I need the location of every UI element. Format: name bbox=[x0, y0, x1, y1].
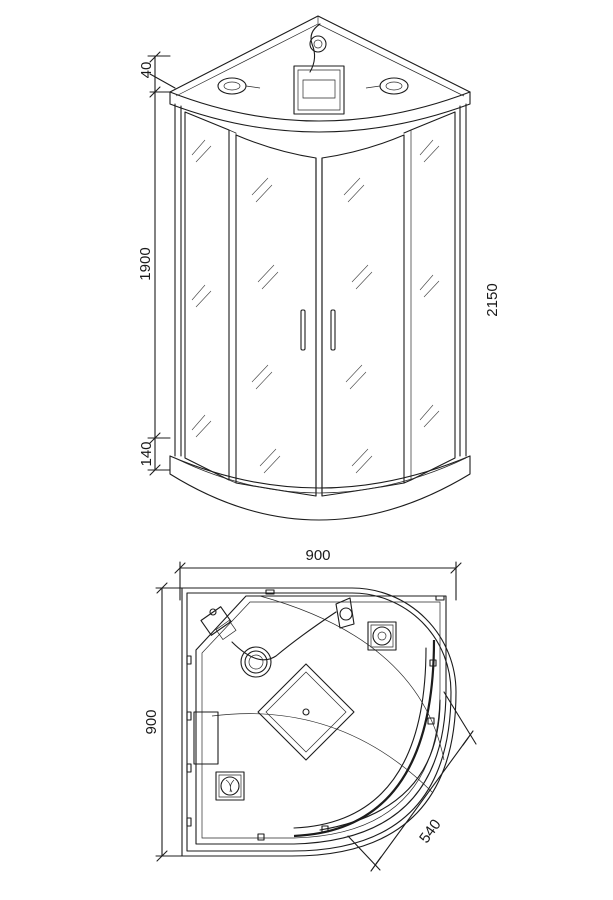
control-panel bbox=[194, 712, 218, 764]
roof-speaker-icon bbox=[310, 36, 326, 52]
side-frame-right bbox=[460, 104, 466, 456]
width-dimension-line bbox=[175, 562, 461, 600]
sliding-door-left bbox=[236, 135, 316, 496]
roof-light-left-icon bbox=[218, 78, 260, 94]
dimension-label-total-height: 2150 bbox=[484, 283, 501, 316]
inner-tray-outline bbox=[196, 596, 446, 844]
ventilation-fan-bottom-icon bbox=[216, 772, 244, 800]
side-frame-left bbox=[175, 104, 181, 456]
dimension-label-top-gap: 40 bbox=[138, 62, 155, 79]
depth-dimension-line bbox=[156, 583, 184, 861]
wall-clips bbox=[187, 590, 444, 840]
glass-reflection-marks bbox=[192, 140, 439, 473]
hand-shower-icon bbox=[232, 598, 354, 660]
drain-icon bbox=[241, 647, 271, 677]
dimension-label-glass-height: 1900 bbox=[137, 247, 154, 280]
folding-seat bbox=[258, 664, 354, 760]
door-opening-dimension-line bbox=[348, 692, 476, 871]
dimension-label-tray-height: 140 bbox=[138, 441, 155, 466]
mixer-valve-icon bbox=[201, 607, 236, 640]
shower-tray-base bbox=[170, 456, 470, 520]
door-swing-arc bbox=[260, 596, 444, 760]
dimension-label-door-opening: 540 bbox=[416, 816, 444, 846]
door-handle-left bbox=[301, 310, 305, 350]
fixed-glass-panel-left bbox=[185, 112, 236, 483]
front-elevation-view: 40 1900 140 2150 bbox=[137, 16, 501, 520]
dimension-label-plan-width: 900 bbox=[305, 547, 330, 564]
roof-light-right-icon bbox=[366, 78, 408, 94]
rain-shower-head-icon bbox=[294, 24, 344, 114]
vertical-dimension-line bbox=[148, 52, 175, 475]
dimension-label-plan-depth: 900 bbox=[143, 709, 160, 734]
roof-canopy bbox=[170, 16, 470, 132]
ventilation-fan-top-icon bbox=[368, 622, 396, 650]
tray-outline bbox=[182, 588, 456, 856]
door-handle-right bbox=[331, 310, 335, 350]
door-swing-arc-inner bbox=[212, 714, 432, 792]
sliding-door-right bbox=[322, 135, 404, 496]
fixed-glass-panel-right bbox=[404, 112, 455, 483]
top-plan-view: 900 900 bbox=[143, 547, 476, 871]
